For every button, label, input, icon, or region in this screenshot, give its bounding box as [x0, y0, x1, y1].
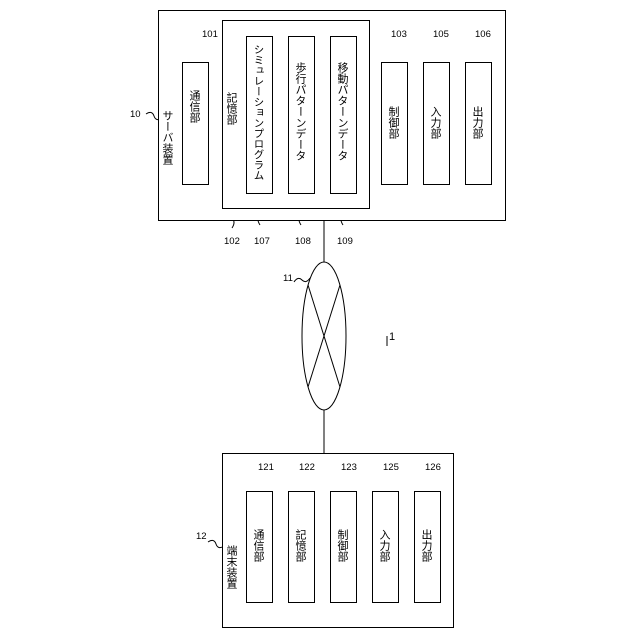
terminal-device-title: 端末装置	[226, 545, 237, 589]
server-comm-box	[182, 62, 209, 185]
server-control-label: 制御部	[388, 106, 399, 139]
system-ref: 1	[389, 332, 395, 343]
server-output-ref: 106	[475, 30, 491, 40]
storage-item-simulation-program-label: シミュレーションプログラム	[253, 44, 264, 181]
storage-item-walking-pattern-label: 歩行パターンデータ	[295, 62, 306, 161]
server-input-ref: 105	[433, 30, 449, 40]
server-comm-label: 通信部	[189, 90, 200, 123]
leader-11	[294, 278, 310, 282]
server-comm-ref: 101	[202, 30, 218, 40]
terminal-comm-label: 通信部	[253, 529, 264, 562]
storage-item-movement-pattern-ref: 109	[337, 237, 353, 247]
server-storage-label: 記憶部	[226, 92, 237, 125]
terminal-device-ref: 12	[196, 532, 207, 542]
server-control-ref: 103	[391, 30, 407, 40]
server-storage-ref: 102	[224, 237, 240, 247]
terminal-storage-label: 記憶部	[295, 529, 306, 562]
terminal-output-ref: 126	[425, 463, 441, 473]
terminal-output-label: 出力部	[421, 529, 432, 562]
terminal-input-ref: 125	[383, 463, 399, 473]
server-device-ref: 10	[130, 110, 141, 120]
terminal-control-label: 制御部	[337, 529, 348, 562]
terminal-input-label: 入力部	[379, 529, 390, 562]
storage-item-walking-pattern-ref: 108	[295, 237, 311, 247]
network-ref: 11	[283, 274, 293, 284]
storage-item-simulation-program-ref: 107	[254, 237, 270, 247]
terminal-control-ref: 123	[341, 463, 357, 473]
terminal-storage-ref: 122	[299, 463, 315, 473]
server-device-title: サーバ装置	[162, 110, 173, 165]
terminal-comm-ref: 121	[258, 463, 274, 473]
storage-item-movement-pattern-label: 移動パターンデータ	[337, 62, 348, 161]
server-input-label: 入力部	[430, 106, 441, 139]
server-output-label: 出力部	[472, 106, 483, 139]
